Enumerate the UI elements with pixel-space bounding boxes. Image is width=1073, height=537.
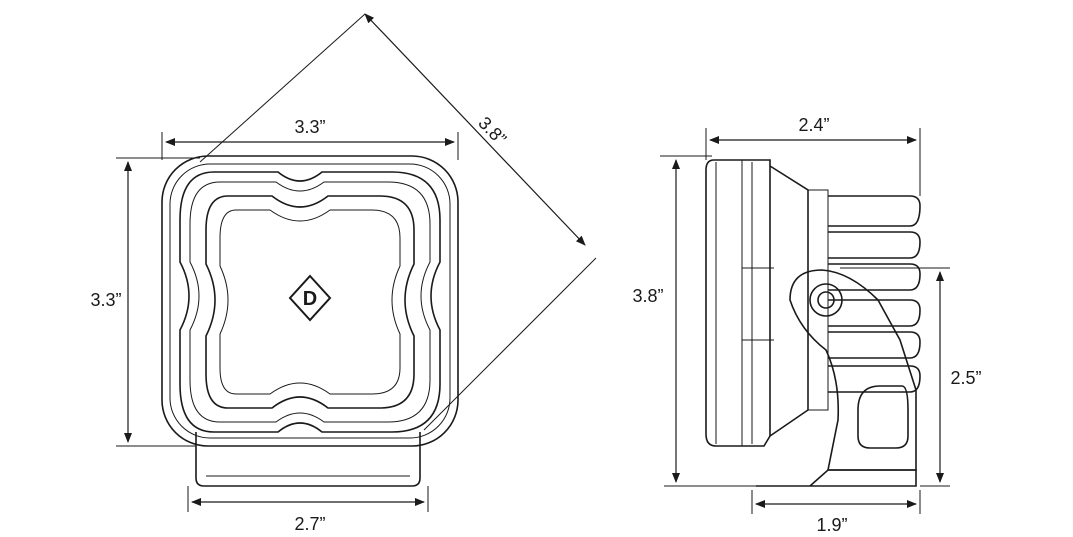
front-mount-bracket <box>195 432 421 487</box>
mount-bolt-inner <box>817 291 835 309</box>
cooling-fins <box>828 195 921 393</box>
front-housing-outer <box>161 155 459 447</box>
mount-cutout <box>857 385 909 449</box>
front-height-left-label: 3.3” <box>90 290 121 310</box>
side-view: 2.4” 3.8” 2.5” 1.9” <box>632 115 981 535</box>
front-view: D 3.3” 3.3” 3.8” 2.7” <box>90 13 597 534</box>
side-mount-base <box>756 469 917 487</box>
front-housing-inner <box>169 163 451 439</box>
front-width-top-label: 3.3” <box>294 117 325 137</box>
side-bezel <box>705 159 771 447</box>
logo-letter: D <box>303 288 317 310</box>
front-diagonal-label: 3.8” <box>474 113 510 149</box>
front-diagonal-dim-line <box>364 13 586 246</box>
diode-logo-icon: D <box>288 274 332 322</box>
side-height-left-label: 3.8” <box>632 286 663 306</box>
mount-bolt-outer <box>809 283 843 317</box>
side-housing <box>769 165 809 437</box>
side-mount-arm <box>789 269 917 471</box>
front-width-bottom-label: 2.7” <box>294 514 325 534</box>
side-mount-height-label: 2.5” <box>950 368 981 388</box>
side-mount-depth-label: 1.9” <box>816 515 847 535</box>
side-depth-top-label: 2.4” <box>798 115 829 135</box>
